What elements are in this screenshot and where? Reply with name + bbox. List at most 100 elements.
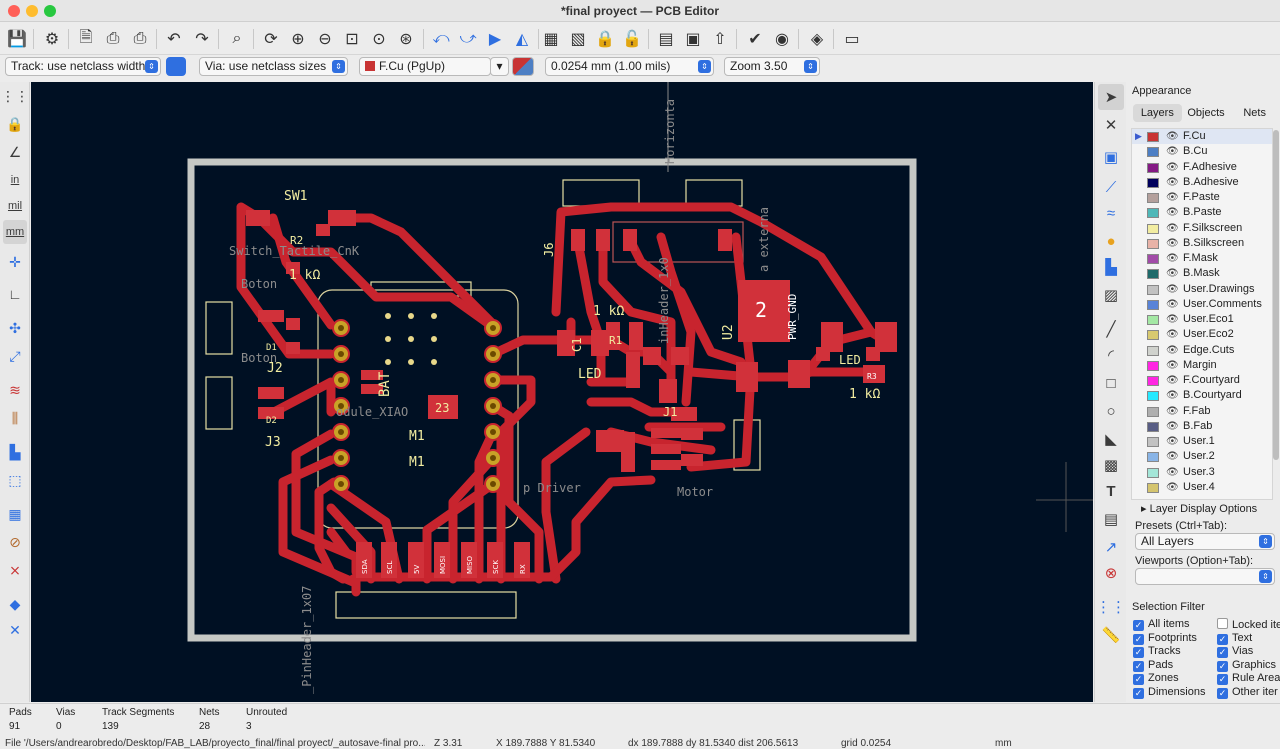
unlock-icon[interactable]: 🔓	[622, 31, 642, 48]
scripting-console-icon[interactable]: ▭	[844, 31, 860, 48]
rotate-cw-icon[interactable]: ⤻	[459, 30, 477, 47]
presets-select[interactable]: All Layers⇕	[1135, 533, 1275, 550]
draw-arc-icon[interactable]: ◜	[1108, 347, 1114, 364]
add-image-icon[interactable]: ▩	[1103, 457, 1119, 474]
find-icon[interactable]: ⌕	[232, 30, 242, 47]
layer-color-swatch[interactable]	[1147, 345, 1159, 356]
pad-display-icon[interactable]: ⫼	[11, 409, 19, 426]
layer-row-user-2[interactable]: 👁User.2	[1132, 449, 1272, 464]
ratsnest-icon[interactable]: ✣	[9, 319, 21, 336]
footprint-editor-icon[interactable]: ▣	[685, 31, 701, 48]
zone-fill-icon[interactable]: ▦	[8, 505, 22, 522]
visibility-eye-icon[interactable]: 👁	[1166, 344, 1179, 356]
update-pcb-icon[interactable]: ⇧	[713, 31, 727, 48]
tab-layers[interactable]: Layers	[1133, 104, 1182, 122]
layer-color-swatch[interactable]	[1147, 360, 1159, 371]
visibility-eye-icon[interactable]: 👁	[1166, 481, 1179, 493]
3d-viewer-icon[interactable]: ◈	[810, 31, 824, 48]
visibility-eye-icon[interactable]: 👁	[1166, 176, 1179, 188]
layer-color-swatch[interactable]	[1147, 193, 1159, 203]
layer-row-margin[interactable]: 👁Margin	[1132, 358, 1272, 373]
layer-row-b-cu[interactable]: 👁B.Cu	[1132, 144, 1272, 159]
pcb-canvas[interactable]: SW1 Switch_Tactile_CnK R2 1 kΩ Boton Bot…	[31, 82, 1093, 702]
rotate-ccw-icon[interactable]: ⤺	[432, 30, 450, 47]
draw-rectangle-icon[interactable]: □	[1106, 374, 1116, 392]
track-width-auto-button[interactable]	[166, 57, 186, 76]
layer-row-f-silkscreen[interactable]: 👁F.Silkscreen	[1132, 221, 1272, 236]
layer-row-edge-cuts[interactable]: 👁Edge.Cuts	[1132, 343, 1272, 358]
grid-origin-icon[interactable]: ⋮⋮	[1096, 599, 1126, 616]
redo-icon[interactable]: ↷	[195, 31, 209, 48]
filter-other-iter[interactable]: ✓Other iter	[1217, 686, 1278, 699]
tab-nets[interactable]: Nets	[1243, 107, 1266, 119]
track-highlight-icon[interactable]: ≋	[9, 381, 21, 398]
layer-color-swatch[interactable]	[1147, 147, 1159, 158]
filter-dimensions[interactable]: ✓Dimensions	[1133, 686, 1205, 699]
visibility-eye-icon[interactable]: 👁	[1166, 405, 1179, 417]
zone-outline-icon[interactable]: ⬚	[8, 471, 22, 488]
grid-select[interactable]: 0.0254 mm (1.00 mils)⇕	[545, 57, 714, 76]
checkbox-icon[interactable]: ✓	[1133, 660, 1144, 672]
layer-row-f-cu[interactable]: ▶👁F.Cu	[1132, 129, 1272, 145]
layer-row-b-mask[interactable]: 👁B.Mask	[1132, 266, 1272, 281]
layer-color-swatch[interactable]	[1147, 299, 1159, 310]
delete-tool-icon[interactable]: ⊗	[1104, 565, 1118, 582]
layer-row-f-paste[interactable]: 👁F.Paste	[1132, 190, 1272, 205]
rule-area-icon[interactable]: ▨	[1103, 287, 1119, 304]
zoom-fit-icon[interactable]: ⊡	[345, 31, 359, 48]
visibility-eye-icon[interactable]: 👁	[1166, 420, 1179, 432]
layer-row-b-silkscreen[interactable]: 👁B.Silkscreen	[1132, 236, 1272, 251]
layer-color-swatch[interactable]	[1147, 132, 1159, 142]
add-textbox-icon[interactable]: ▤	[1103, 511, 1119, 528]
layer-color-swatch[interactable]	[1147, 452, 1159, 463]
via-size-select[interactable]: Via: use netclass sizes⇕	[199, 57, 348, 76]
visibility-eye-icon[interactable]: 👁	[1166, 268, 1179, 280]
layer-color-swatch[interactable]	[1147, 376, 1159, 386]
drc-check-icon[interactable]: ◉	[775, 31, 789, 48]
add-zone-icon[interactable]: ▙	[1105, 259, 1117, 276]
layer-row-user-drawings[interactable]: 👁User.Drawings	[1132, 282, 1272, 297]
undo-icon[interactable]: ↶	[167, 31, 181, 48]
draw-polygon-icon[interactable]: ◣	[1105, 431, 1117, 448]
visibility-eye-icon[interactable]: 👁	[1166, 451, 1179, 463]
filter-locked-ite[interactable]: Locked ite	[1217, 618, 1280, 631]
zoom-out-icon[interactable]: ⊖	[318, 31, 332, 48]
visibility-eye-icon[interactable]: 👁	[1166, 283, 1179, 295]
layer-color-swatch[interactable]	[1147, 269, 1159, 280]
visibility-eye-icon[interactable]: 👁	[1166, 192, 1179, 203]
layer-color-swatch[interactable]	[1147, 208, 1159, 219]
layer-select[interactable]: F.Cu (PgUp)	[359, 57, 491, 76]
unit-mm-button[interactable]: mm	[3, 220, 27, 244]
flip-icon[interactable]: ▶	[488, 31, 502, 48]
layer-row-b-adhesive[interactable]: 👁B.Adhesive	[1132, 175, 1272, 190]
visibility-eye-icon[interactable]: 👁	[1166, 253, 1179, 264]
filter-footprints[interactable]: ✓Footprints	[1133, 632, 1197, 645]
close-window-button[interactable]	[8, 5, 20, 17]
visibility-eye-icon[interactable]: 👁	[1166, 329, 1179, 341]
layer-dropdown-button[interactable]: ▾	[490, 57, 509, 76]
layer-color-swatch[interactable]	[1147, 238, 1159, 249]
zoom-objects-icon[interactable]: ⊙	[372, 31, 386, 48]
visibility-eye-icon[interactable]: 👁	[1166, 298, 1179, 310]
layer-color-swatch[interactable]	[1147, 482, 1159, 493]
board-setup-icon[interactable]: ⚙	[44, 31, 60, 48]
visibility-eye-icon[interactable]: 👁	[1166, 375, 1179, 386]
netlist-icon[interactable]: ▤	[658, 31, 674, 48]
layers-scrollbar[interactable]	[1273, 130, 1279, 500]
layer-row-user-eco2[interactable]: 👁User.Eco2	[1132, 327, 1272, 342]
polar-coords-icon[interactable]: ∠	[8, 143, 22, 160]
visibility-eye-icon[interactable]: 👁	[1166, 131, 1179, 142]
filter-rule-area[interactable]: ✓Rule Area	[1217, 672, 1280, 686]
add-via-icon[interactable]: ●	[1106, 232, 1116, 250]
filter-all-items[interactable]: ✓All items	[1133, 618, 1190, 631]
select-arrow-icon[interactable]: ➤	[1098, 84, 1124, 110]
checkbox-icon[interactable]: ✓	[1133, 647, 1144, 659]
layer-display-options[interactable]: ▸ Layer Display Options	[1141, 503, 1258, 515]
layer-row-user-1[interactable]: 👁User.1	[1132, 434, 1272, 449]
checkbox-icon[interactable]: ✓	[1217, 674, 1228, 686]
layer-pair-icon[interactable]	[512, 57, 534, 76]
checkbox-icon[interactable]: ✓	[1133, 674, 1144, 686]
layer-row-f-fab[interactable]: 👁F.Fab	[1132, 404, 1272, 419]
drc-icon[interactable]: ✔	[748, 31, 762, 48]
visibility-eye-icon[interactable]: 👁	[1166, 466, 1179, 478]
